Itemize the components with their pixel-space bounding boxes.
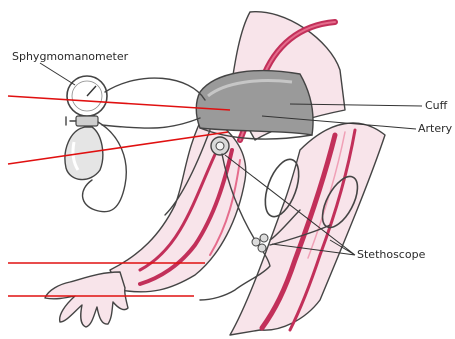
label-cuff: Cuff	[425, 99, 448, 112]
cuff-tube-3	[102, 118, 200, 128]
label-sphygmomanometer: Sphygmomanometer	[12, 50, 129, 63]
stethoscope-junction	[252, 234, 268, 252]
label-artery: Artery	[418, 122, 453, 135]
valve	[76, 116, 98, 126]
valve-knob	[66, 117, 76, 125]
stethoscope-diaphragm	[216, 142, 224, 150]
label-stethoscope: Stethoscope	[357, 248, 426, 261]
hand	[45, 272, 128, 327]
leader-sphygmomanometer	[40, 63, 75, 85]
cuff-tube-1	[105, 78, 205, 100]
